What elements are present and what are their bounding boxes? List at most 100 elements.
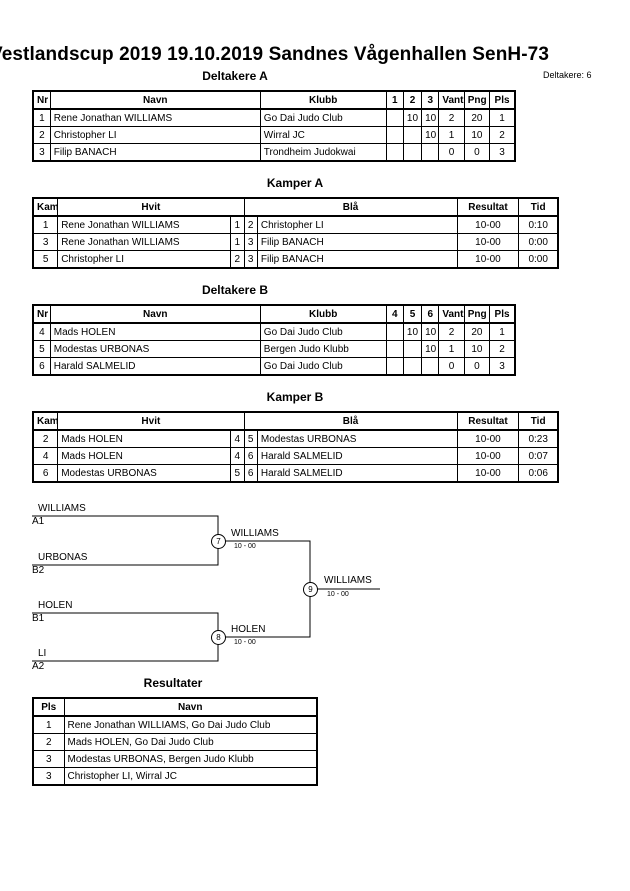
white-nr: 2 [230, 250, 245, 269]
table-row: 3 Modestas URBONAS, Bergen Judo Klubb [32, 750, 318, 768]
score-cell [421, 143, 440, 162]
blue-name: Filip BANACH [256, 250, 458, 269]
col-header: Pls [32, 697, 65, 717]
table-row: 3 Filip BANACH Trondheim Judokwai 0 0 3 [32, 143, 516, 162]
bracket-entry-name: LI [38, 648, 47, 659]
col-header: Vant [438, 90, 465, 110]
match-score: 10 - 00 [234, 639, 256, 646]
table-header-row: Pls Navn [32, 697, 318, 717]
table-header-row: Nr Navn Klubb 4 5 6 Vant Png Pls [32, 304, 516, 324]
participant-name: Harald SALMELID [49, 357, 261, 376]
score-cell: 10 [421, 340, 440, 358]
matches-a-heading: Kamper A [266, 176, 324, 190]
won-cell: 0 [438, 357, 465, 376]
table-header-row: Kamp Hvit Blå Resultat Tid [32, 197, 559, 217]
blue-nr: 6 [243, 464, 258, 483]
col-header: Resultat [456, 411, 520, 431]
table-row: 6 Modestas URBONAS 5 6 Harald SALMELID 1… [32, 464, 559, 483]
col-header: Hvit [57, 197, 245, 217]
col-header: Navn [63, 697, 318, 717]
table-header-row: Kamp Hvit Blå Resultat Tid [32, 411, 559, 431]
place-cell: 2 [489, 126, 516, 144]
match-node: 8 [211, 630, 226, 645]
result-name: Modestas URBONAS, Bergen Judo Klubb [63, 750, 318, 768]
table-row: 2 Mads HOLEN, Go Dai Judo Club [32, 733, 318, 751]
col-header: 1 [385, 90, 404, 110]
col-header: Navn [49, 304, 261, 324]
bracket-entry-name: WILLIAMS [38, 503, 86, 514]
participant-name: Christopher LI [49, 126, 261, 144]
participant-name: Filip BANACH [49, 143, 261, 162]
col-header: Tid [518, 197, 559, 217]
match-time: 0:07 [518, 447, 559, 465]
score-cell [421, 357, 440, 376]
participants-b-table: Nr Navn Klubb 4 5 6 Vant Png Pls 4 Mads … [32, 304, 516, 376]
col-header: Resultat [456, 197, 520, 217]
table-row: 4 Mads HOLEN Go Dai Judo Club 10 10 2 20… [32, 322, 516, 341]
place-cell: 3 [489, 143, 516, 162]
table-row: 1 Rene Jonathan WILLIAMS, Go Dai Judo Cl… [32, 715, 318, 734]
col-header: Klubb [259, 304, 387, 324]
white-nr: 4 [230, 447, 245, 465]
bracket-entry-seed: B1 [32, 613, 45, 624]
white-nr: 5 [230, 464, 245, 483]
table-row: 3 Rene Jonathan WILLIAMS 1 3 Filip BANAC… [32, 233, 559, 251]
page-title: Vestlandscup 2019 19.10.2019 Sandnes Våg… [0, 44, 549, 65]
table-header-row: Nr Navn Klubb 1 2 3 Vant Png Pls [32, 90, 516, 110]
col-header: 2 [402, 90, 423, 110]
participants-a-heading: Deltakere A [202, 69, 268, 83]
participant-name: Modestas URBONAS [49, 340, 261, 358]
col-header: 6 [421, 304, 440, 324]
col-header: Hvit [57, 411, 245, 431]
col-header: Nr [32, 90, 51, 110]
participants-b-heading: Deltakere B [201, 283, 269, 297]
bracket-entry-name: HOLEN [38, 600, 73, 611]
score-cell [385, 340, 404, 358]
match-result: 10-00 [456, 233, 520, 251]
score-cell [385, 126, 404, 144]
results-table: Pls Navn 1 Rene Jonathan WILLIAMS, Go Da… [32, 697, 318, 786]
matches-b-heading: Kamper B [266, 390, 324, 404]
col-header: Pls [489, 90, 516, 110]
participants-a-table: Nr Navn Klubb 1 2 3 Vant Png Pls 1 Rene … [32, 90, 516, 162]
col-header: Vant [438, 304, 465, 324]
bracket-entry-seed: B2 [32, 565, 45, 576]
col-header: Nr [32, 304, 51, 324]
table-row: 1 Rene Jonathan WILLIAMS 1 2 Christopher… [32, 215, 559, 234]
match-winner: WILLIAMS [231, 528, 279, 539]
place-cell: 3 [489, 357, 516, 376]
blue-nr: 3 [243, 250, 258, 269]
participant-nr: 6 [32, 357, 51, 376]
match-number: 6 [32, 464, 59, 483]
table-row: 5 Christopher LI 2 3 Filip BANACH 10-00 … [32, 250, 559, 269]
match-time: 0:00 [518, 233, 559, 251]
blue-name: Harald SALMELID [256, 464, 458, 483]
blue-name: Harald SALMELID [256, 447, 458, 465]
bracket-entry-seed: A1 [32, 516, 45, 527]
blue-name: Filip BANACH [256, 233, 458, 251]
col-header: Tid [518, 411, 559, 431]
matches-b-table: Kamp Hvit Blå Resultat Tid 2 Mads HOLEN … [32, 411, 559, 483]
match-node: 7 [211, 534, 226, 549]
match-score: 10 - 00 [327, 591, 349, 598]
table-row: 2 Christopher LI Wirral JC 10 1 10 2 [32, 126, 516, 144]
participant-club: Bergen Judo Klubb [259, 340, 387, 358]
participant-nr: 5 [32, 340, 51, 358]
blue-nr: 3 [243, 233, 258, 251]
result-place: 1 [32, 715, 65, 734]
result-name: Rene Jonathan WILLIAMS, Go Dai Judo Club [63, 715, 318, 734]
matches-a-table: Kamp Hvit Blå Resultat Tid 1 Rene Jonath… [32, 197, 559, 269]
match-node: 9 [303, 582, 318, 597]
table-row: 5 Modestas URBONAS Bergen Judo Klubb 10 … [32, 340, 516, 358]
result-place: 3 [32, 750, 65, 768]
score-cell [385, 143, 404, 162]
col-header: 4 [385, 304, 404, 324]
result-place: 3 [32, 767, 65, 786]
participant-count: Deltakere: 6 [543, 70, 592, 80]
table-row: 6 Harald SALMELID Go Dai Judo Club 0 0 3 [32, 357, 516, 376]
participant-nr: 3 [32, 143, 51, 162]
bracket-line [218, 540, 311, 638]
col-header: Blå [243, 411, 458, 431]
participant-club: Trondheim Judokwai [259, 143, 387, 162]
bracket-entry-seed: A2 [32, 661, 45, 672]
